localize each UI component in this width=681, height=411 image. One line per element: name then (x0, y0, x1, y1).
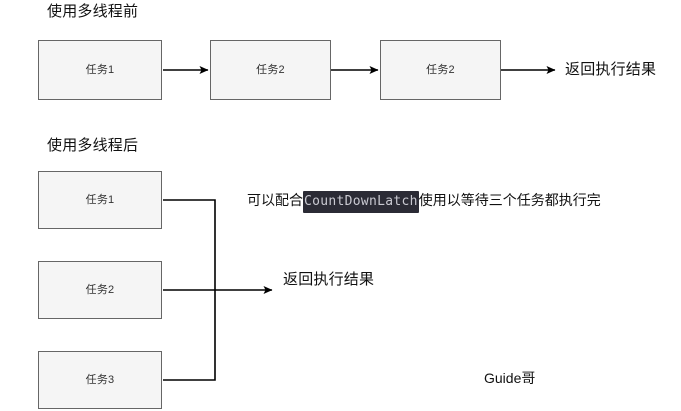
note-suffix: 使用以等待三个任务都执行完 (418, 192, 601, 208)
task-box-label: 任务2 (426, 64, 455, 76)
task-box-label: 任务1 (85, 64, 115, 76)
task-box-before-1: 任务1 (38, 40, 162, 100)
task-box-label: 任务2 (256, 64, 285, 76)
task-box-after-2: 任务2 (38, 261, 162, 319)
task-box-after-1: 任务1 (38, 171, 162, 229)
note-prefix: 可以配合 (247, 192, 303, 208)
result-label-before: 返回执行结果 (565, 61, 657, 78)
result-label-after: 返回执行结果 (283, 271, 375, 288)
task-box-label: 任务2 (85, 284, 115, 296)
task-box-before-2: 任务2 (210, 40, 331, 100)
author-signature: Guide哥 (484, 370, 536, 386)
countdownlatch-code-chip: CountDownLatch (303, 191, 419, 213)
section-heading-before: 使用多线程前 (47, 3, 139, 20)
merge-bracket-icon (163, 199, 216, 381)
task-box-label: 任务1 (85, 194, 115, 206)
task-box-before-3: 任务2 (380, 40, 501, 100)
task-box-after-3: 任务3 (38, 351, 162, 409)
task-box-label: 任务3 (85, 374, 115, 386)
section-heading-after: 使用多线程后 (47, 137, 139, 154)
